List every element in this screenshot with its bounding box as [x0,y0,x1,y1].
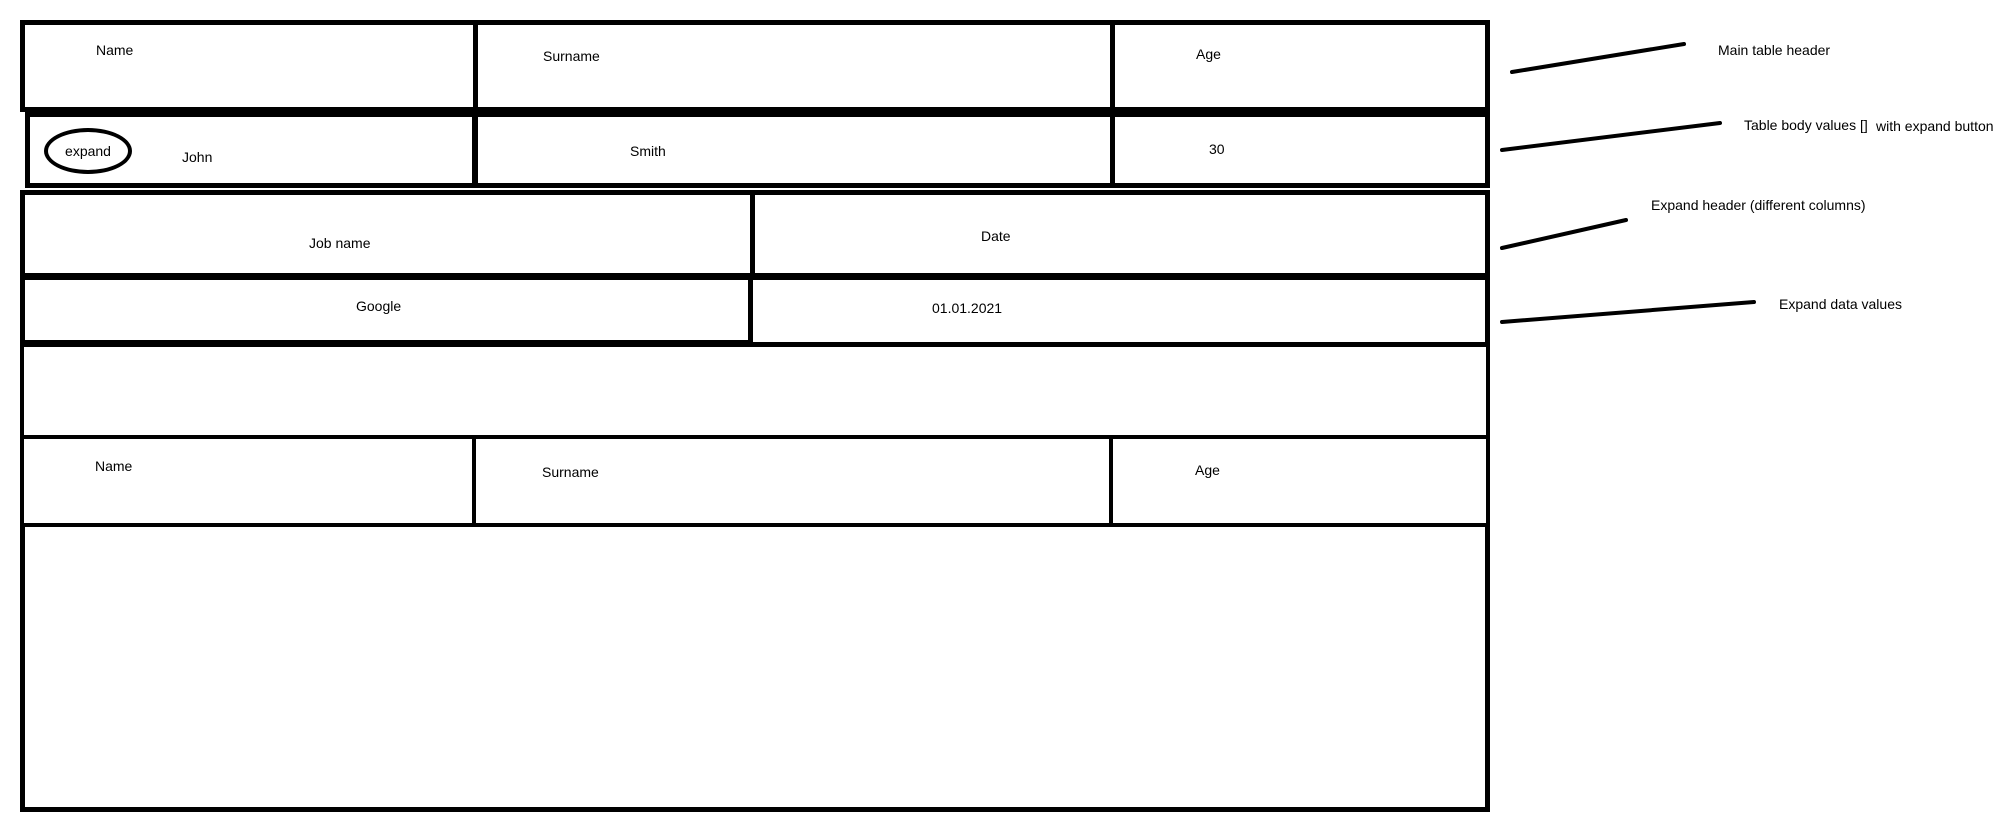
expand-row-date-value: 01.01.2021 [932,300,1003,316]
second-header-name-label: Name [95,458,133,474]
second-header-cell-surname [472,435,1113,527]
second-header-age-label: Age [1195,462,1220,478]
main-header-cell-name [20,20,478,112]
second-header-surname-label: Surname [542,464,599,480]
annotation-main-header: Main table header [1718,42,1831,58]
pointer-line-body-values [1500,121,1722,152]
main-row-name-value: John [182,149,213,165]
main-header-name-label: Name [96,42,134,58]
main-header-cell-surname [473,20,1115,112]
main-row-surname-value: Smith [630,143,666,159]
expand-row-cell-date [748,275,1490,347]
expand-button[interactable]: expand [44,128,132,174]
expand-header-cell-date [750,190,1490,278]
expand-header-date-label: Date [981,228,1011,244]
expand-row-cell-job-name [20,275,753,345]
expand-empty-area [20,343,1490,443]
annotation-expand-data: Expand data values [1779,296,1902,312]
main-header-surname-label: Surname [543,48,600,64]
main-header-cell-age [1110,20,1490,112]
main-row-age-value: 30 [1209,141,1225,157]
expand-row-job-name-value: Google [356,298,402,314]
pointer-line-expand-data [1500,300,1756,324]
pointer-line-expand-header [1500,218,1628,250]
second-header-cell-name [20,435,476,527]
expand-header-job-name-label: Job name [309,235,371,251]
main-row-cell-surname [473,112,1115,188]
main-header-age-label: Age [1196,46,1221,62]
annotation-body-values: Table body values [] [1744,117,1868,133]
second-header-cell-age [1109,435,1490,527]
expand-header-cell-job-name [20,190,755,278]
main-row-cell-age [1110,112,1490,188]
pointer-line-main-header [1510,42,1686,74]
annotation-body-values-suffix: with expand button [1876,118,1994,134]
annotation-expand-header: Expand header (different columns) [1651,197,1866,213]
